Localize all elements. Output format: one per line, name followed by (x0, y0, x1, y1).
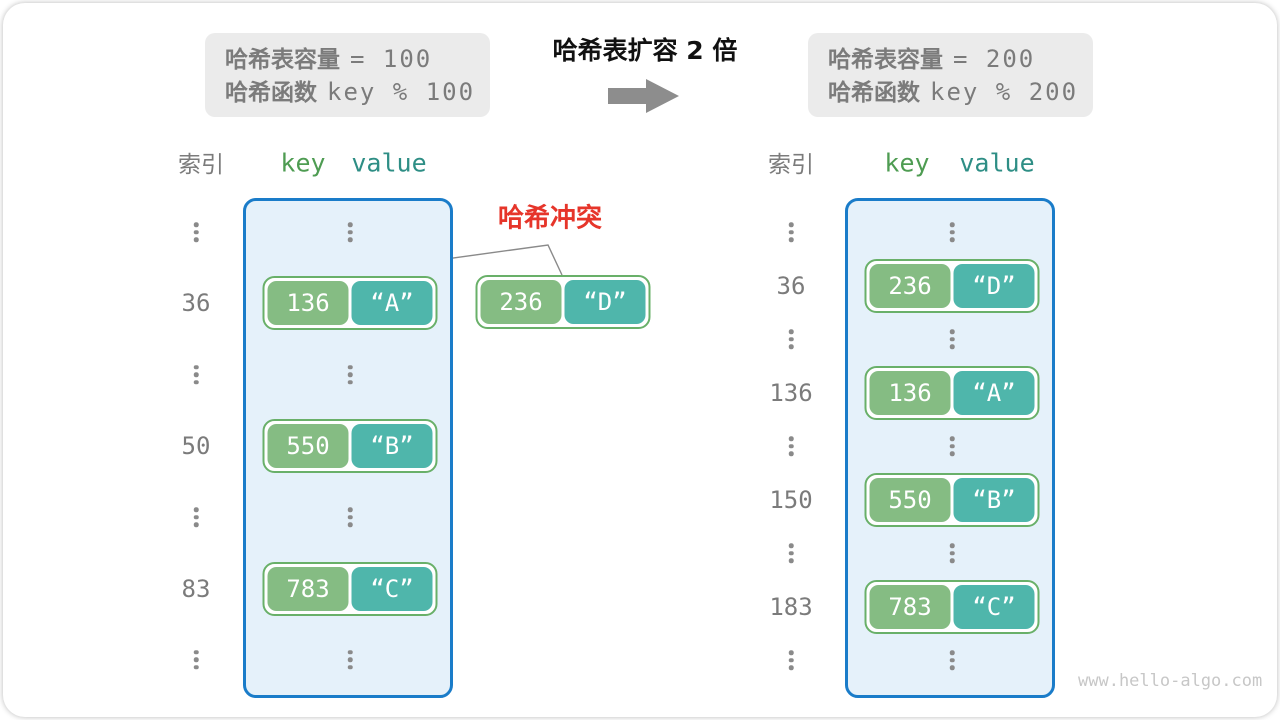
column-header-index-right: 索引 (768, 152, 814, 178)
capacity-caption-left: 哈希表容量 = 100 哈希函数 key % 100 (205, 33, 490, 117)
caption-code: = 200 (953, 45, 1036, 73)
ellipsis-dots (193, 222, 199, 242)
key-value-pair: 550 “B” (864, 472, 1040, 527)
key-cell: 236 (869, 263, 951, 308)
key-cell: 783 (869, 584, 951, 629)
value-cell: “A” (351, 281, 433, 326)
ellipsis-dots (347, 222, 353, 242)
caption-code: key % 100 (327, 78, 476, 106)
key-cell: 783 (267, 566, 349, 611)
key-value-pair: 783 “C” (864, 579, 1040, 634)
ellipsis-dots (193, 507, 199, 528)
key-value-pair: 136 “A” (262, 276, 438, 331)
value-cell: “D” (564, 280, 646, 324)
ellipsis-dots (949, 543, 955, 563)
caption-label: 哈希函数 (828, 80, 920, 106)
caption-label: 哈希函数 (225, 80, 317, 106)
ellipsis-dots (788, 543, 794, 563)
caption-label: 哈希表容量 (225, 47, 340, 73)
value-cell: “D” (953, 263, 1035, 308)
column-header-value-right: value (959, 148, 1035, 178)
ellipsis-dots (949, 650, 955, 670)
key-value-pair: 136 “A” (864, 365, 1040, 420)
value-cell: “B” (953, 477, 1035, 522)
value-cell: “C” (953, 584, 1035, 629)
caption-label: 哈希表容量 (828, 47, 943, 73)
column-header-index-left: 索引 (178, 152, 224, 178)
column-header-key-right: key (884, 148, 930, 178)
key-value-pair: 550 “B” (262, 418, 438, 473)
caption-line-function: 哈希函数 key % 200 (828, 76, 1093, 109)
ellipsis-dots (788, 436, 794, 456)
index-label: 50 (181, 431, 211, 460)
caption-line-capacity: 哈希表容量 = 200 (828, 43, 1093, 76)
ellipsis-dots (193, 364, 199, 385)
column-header-key-left: key (280, 148, 326, 178)
caption-code: = 100 (350, 45, 433, 73)
caption-line-function: 哈希函数 key % 100 (225, 76, 490, 109)
index-label: 150 (769, 485, 813, 514)
diagram-card (3, 3, 1277, 717)
ellipsis-dots (949, 436, 955, 456)
caption-code: key % 200 (930, 78, 1079, 106)
collision-pair: 236 “D” (475, 275, 651, 329)
ellipsis-dots (949, 329, 955, 349)
index-label: 36 (776, 271, 806, 300)
key-cell: 550 (267, 423, 349, 468)
ellipsis-dots (788, 650, 794, 670)
key-value-pair: 783 “C” (262, 561, 438, 616)
index-label: 36 (181, 289, 211, 318)
expansion-title: 哈希表扩容 2 倍 (552, 36, 738, 65)
ellipsis-dots (193, 650, 199, 670)
value-cell: “C” (351, 566, 433, 611)
column-header-value-left: value (351, 148, 427, 178)
ellipsis-dots (347, 364, 353, 385)
key-cell: 136 (869, 370, 951, 415)
ellipsis-dots (788, 222, 794, 242)
ellipsis-dots (788, 329, 794, 349)
key-cell: 550 (869, 477, 951, 522)
ellipsis-dots (347, 507, 353, 528)
index-label: 83 (181, 574, 211, 603)
value-cell: “B” (351, 423, 433, 468)
key-cell: 136 (267, 281, 349, 326)
capacity-caption-right: 哈希表容量 = 200 哈希函数 key % 200 (808, 33, 1093, 117)
index-label: 136 (769, 378, 813, 407)
key-value-pair: 236 “D” (864, 258, 1040, 313)
key-cell: 236 (480, 280, 562, 324)
ellipsis-dots (347, 650, 353, 670)
collision-label: 哈希冲突 (497, 203, 603, 234)
watermark: www.hello-algo.com (1078, 671, 1263, 691)
ellipsis-dots (949, 222, 955, 242)
value-cell: “A” (953, 370, 1035, 415)
index-label: 183 (769, 592, 813, 621)
caption-line-capacity: 哈希表容量 = 100 (225, 43, 490, 76)
